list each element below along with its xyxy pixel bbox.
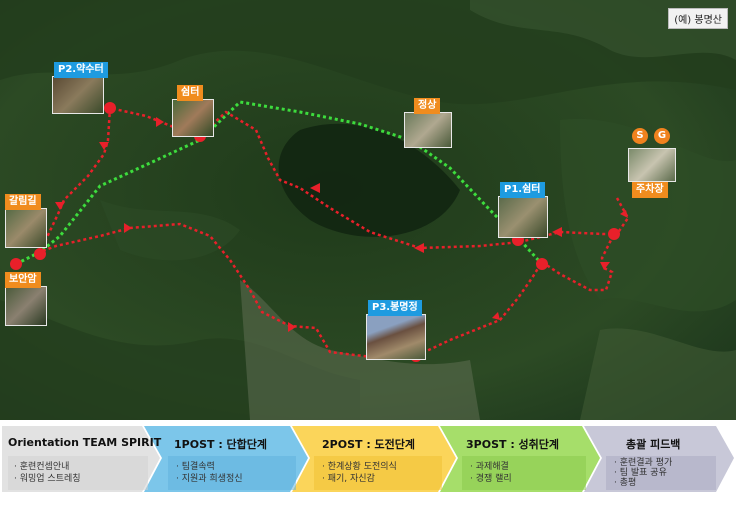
waypoint-junction — [536, 258, 548, 270]
waypoint-parking — [608, 228, 620, 240]
label-p1: P1.쉼터 — [500, 182, 545, 198]
red-route — [37, 106, 630, 360]
label-summit: 정상 — [414, 98, 441, 114]
region-label: (예) 봉명산 — [668, 8, 728, 29]
stage-3-item: · 경쟁 랠리 — [470, 474, 512, 484]
label-fork: 갈림길 — [5, 194, 41, 210]
photo-p1 — [498, 196, 548, 238]
stage-4-item: · 팀 발표 공유 — [614, 468, 667, 478]
label-shelter: 쉼터 — [177, 85, 204, 101]
label-p2: P2.약수터 — [54, 62, 108, 78]
stage-0-item: · 워밍업 스트레칭 — [14, 474, 81, 484]
stage-1-item: · 팀결속력 — [176, 462, 215, 472]
stage-0-title: Orientation TEAM SPIRIT — [8, 436, 162, 449]
stage-2-item: · 패기, 자신감 — [322, 474, 375, 484]
waypoint-fork — [34, 248, 46, 260]
waypoint-boanam — [10, 258, 22, 270]
stage-4-title: 총괄 피드백 — [626, 438, 681, 451]
photo-summit — [404, 112, 452, 148]
photo-boanam — [5, 286, 47, 326]
start-badge: S — [632, 128, 648, 144]
stage-3-item: · 과제해결 — [470, 462, 509, 472]
photo-p2 — [52, 76, 104, 114]
label-p3: P3.봉명정 — [368, 300, 422, 316]
stage-2-item: · 한계상황 도전의식 — [322, 462, 397, 472]
stage-3-title: 3POST : 성취단계 — [466, 438, 560, 451]
photo-fork — [5, 208, 47, 248]
satellite-map — [0, 0, 736, 420]
stage-1-item: · 지원과 희생정신 — [176, 474, 243, 484]
stage-flow — [2, 426, 734, 492]
goal-badge: G — [654, 128, 670, 144]
stage-2-title: 2POST : 도전단계 — [322, 438, 416, 451]
photo-shelter — [172, 99, 214, 137]
label-parking: 주차장 — [632, 182, 668, 198]
stage-4-item: · 훈련결과 평가 — [614, 458, 673, 468]
green-trail — [15, 100, 542, 266]
waypoint-p2 — [104, 102, 116, 114]
stage-1-title: 1POST : 단합단계 — [174, 438, 268, 451]
photo-parking — [628, 148, 676, 182]
label-boanam: 보안암 — [5, 272, 41, 288]
photo-p3 — [366, 314, 426, 360]
stage-0-item: · 훈련컨셉안내 — [14, 462, 70, 472]
stage-4-item: · 총평 — [614, 478, 637, 488]
